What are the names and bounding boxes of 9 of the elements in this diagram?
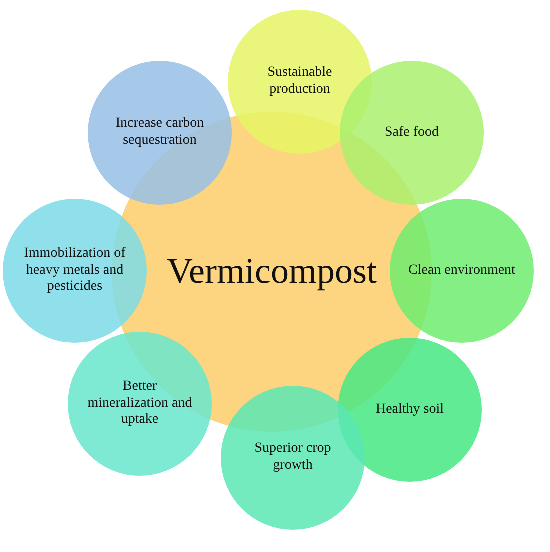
benefit-label: Better mineralization and uptake (86, 378, 194, 430)
benefit-label: Superior crop growth (254, 441, 332, 475)
benefit-label: Healthy soil (376, 402, 444, 418)
benefit-label: Safe food (384, 124, 440, 142)
benefit-label: Increase carbon sequestration (114, 116, 206, 150)
center-title: Vermicompost (167, 250, 377, 294)
benefit-label: Immobilization of heavy metals and pesticides (23, 246, 127, 296)
benefit-label: Clean environment (408, 262, 516, 280)
benefit-label: Sustainable production (266, 65, 334, 99)
